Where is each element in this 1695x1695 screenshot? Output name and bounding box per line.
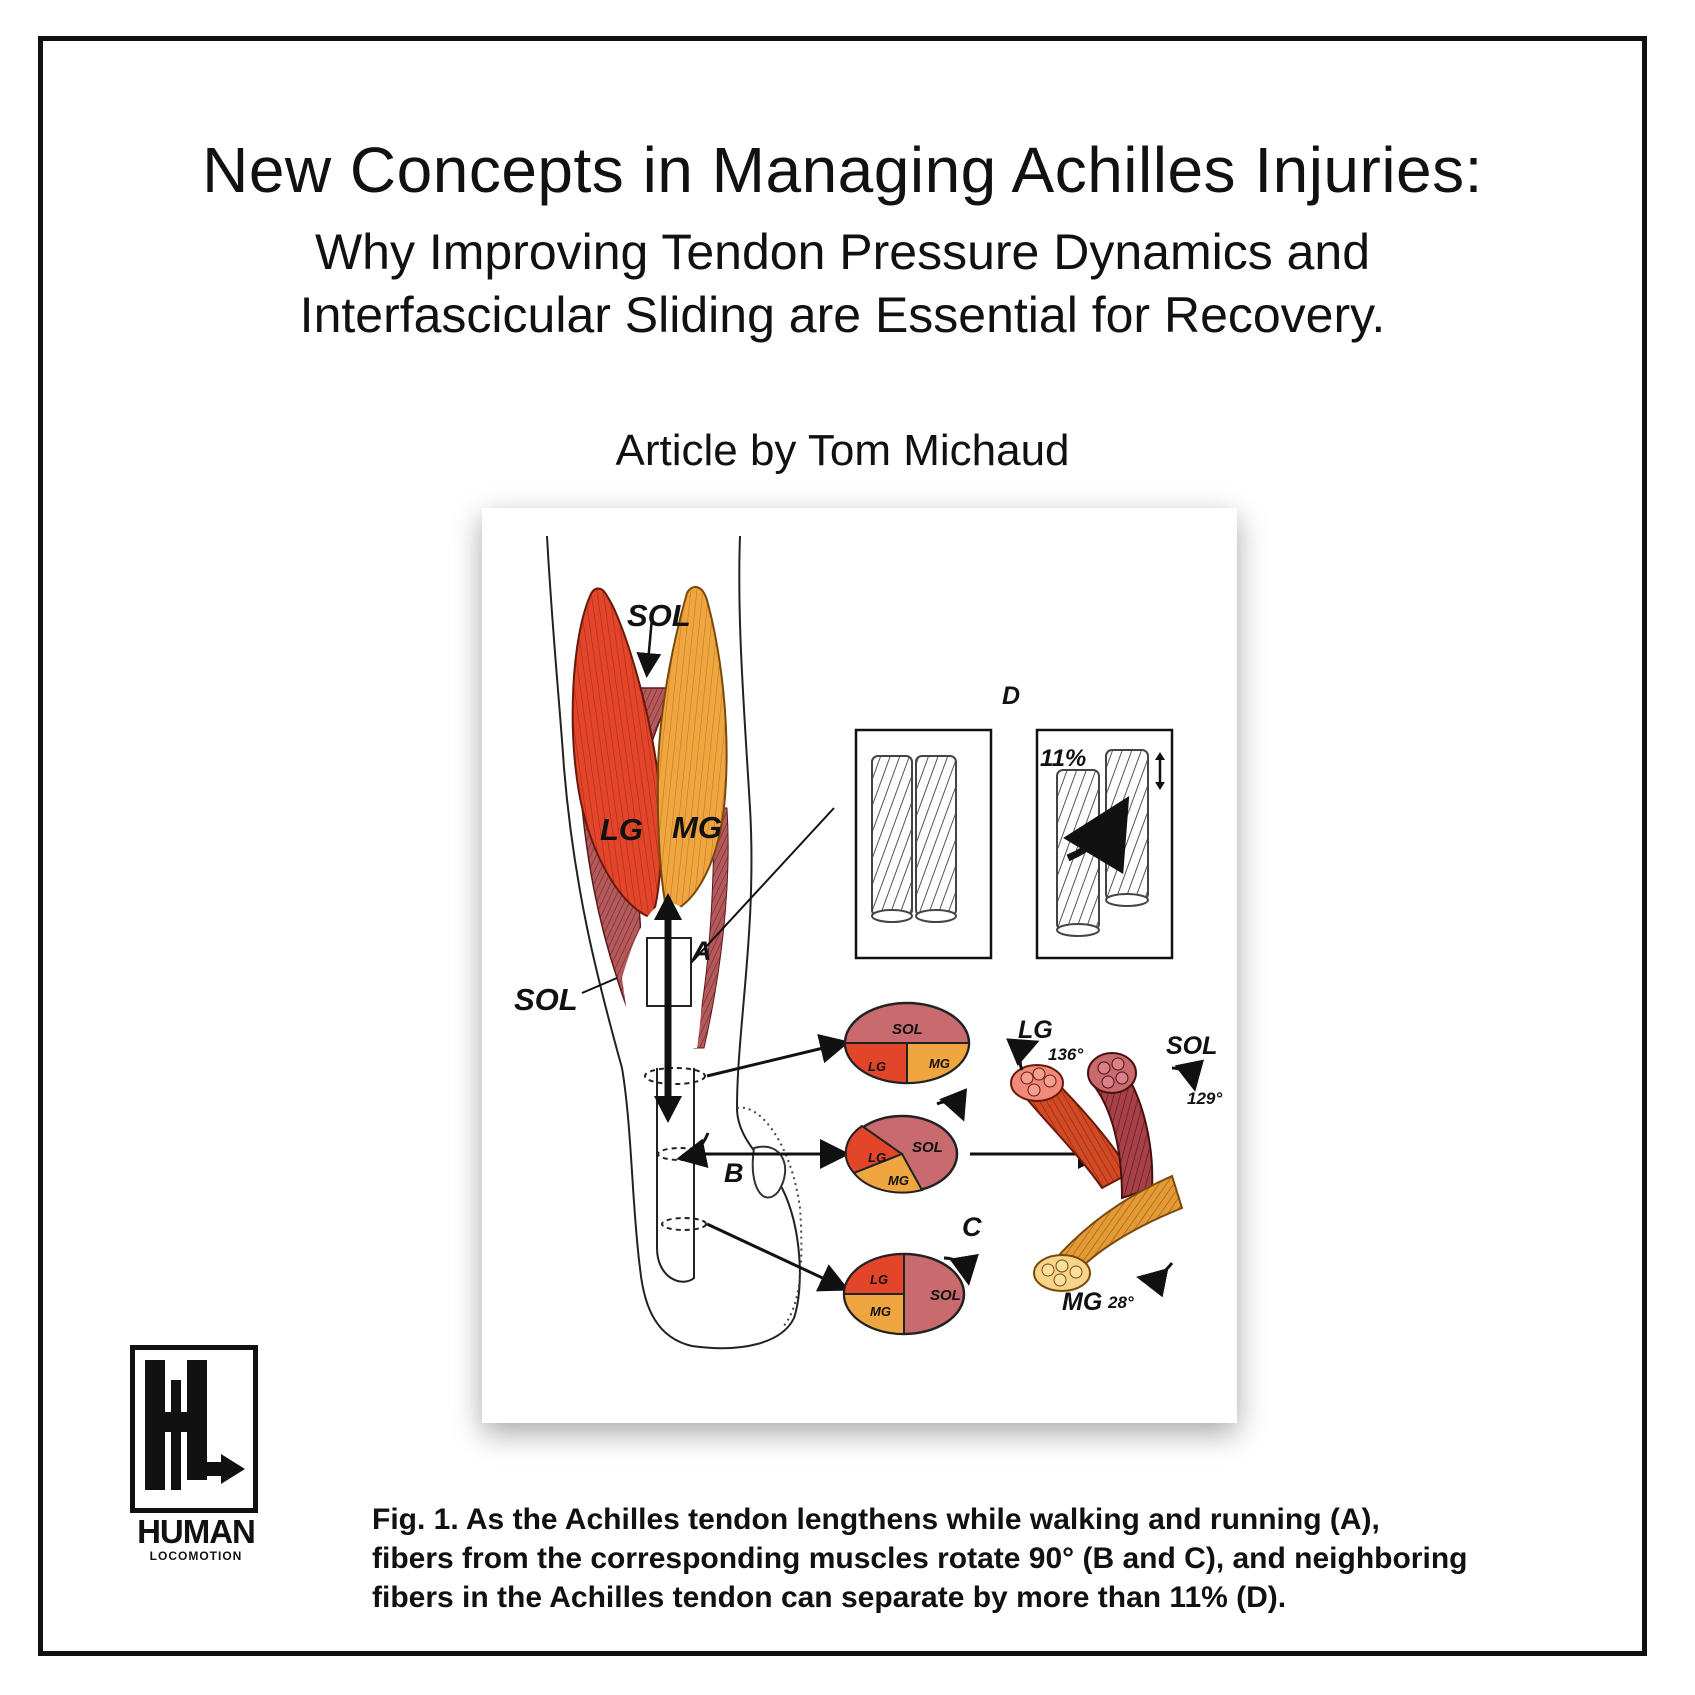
slide-arrow — [1063, 795, 1130, 875]
section2-sol: SOL — [912, 1139, 943, 1156]
section3-sol: SOL — [930, 1287, 961, 1304]
logo-locomotion-text: LOCOMOTION — [149, 1549, 243, 1563]
label-b: B — [724, 1158, 744, 1188]
rot-arrow-sol — [1171, 1059, 1204, 1092]
section2-lg: LG — [868, 1150, 886, 1165]
leg-diagram: SOL LG MG SOL A B C D 11% SOL LG MG SOL … — [514, 535, 1222, 1350]
stretch-arrow-down — [654, 1096, 682, 1123]
heel-texture — [736, 1106, 803, 1329]
fiber-before-1-end — [871, 909, 913, 923]
tendon-section-a — [644, 1067, 706, 1085]
tendon-section-c — [661, 1217, 707, 1231]
anatomy-figure: SOL LG MG SOL A B C D 11% SOL LG MG SOL … — [482, 508, 1237, 1423]
bundle-sol-end — [1087, 1052, 1137, 1094]
label-lg-rot: LG — [1018, 1016, 1053, 1044]
fiber-after-1-end — [1056, 923, 1100, 937]
label-d: D — [1002, 682, 1020, 710]
label-mg-rot: MG — [1062, 1288, 1102, 1316]
leader-sol-side — [581, 977, 618, 994]
bundle-mg — [1050, 1174, 1184, 1280]
fiber-after-2-end — [1105, 893, 1149, 907]
section1-sol: SOL — [892, 1021, 923, 1038]
bundle-mg-end — [1033, 1254, 1091, 1292]
fiber-before-1 — [871, 755, 913, 917]
caption-line-2: fibers from the corresponding muscles ro… — [372, 1542, 1468, 1575]
section1-mg: MG — [929, 1056, 950, 1071]
section2-mg: MG — [888, 1173, 909, 1188]
medial-gastrocnemius — [656, 586, 728, 915]
section3-mg: MG — [870, 1304, 891, 1319]
bundle-lg-end — [1010, 1064, 1064, 1102]
label-mg: MG — [672, 810, 722, 845]
label-sol-rot: SOL — [1166, 1032, 1217, 1060]
hl-monogram-icon — [145, 1360, 245, 1490]
fiber-before-2 — [915, 755, 957, 917]
label-sol-top: SOL — [627, 598, 691, 633]
byline: Article by Tom Michaud — [615, 426, 1070, 475]
label-lg: LG — [600, 812, 643, 847]
logo-human-text: HUMAN — [137, 1513, 256, 1550]
label-sol-side: SOL — [514, 982, 578, 1017]
cross-section-2 — [844, 1114, 959, 1194]
leader-sol-top — [636, 617, 662, 678]
label-lg-deg: 136° — [1048, 1045, 1083, 1064]
human-locomotion-logo: HUMAN LOCOMOTION — [128, 1345, 268, 1573]
rot-arrow-lg — [1006, 1038, 1040, 1071]
logo-mark — [130, 1345, 258, 1513]
page-title: New Concepts in Managing Achilles Injuri… — [202, 134, 1483, 206]
aponeurosis — [622, 902, 703, 1048]
stretch-arrow-up — [654, 893, 682, 920]
rot-arrow-mg — [1136, 1262, 1174, 1298]
lateral-gastrocnemius — [571, 587, 663, 920]
caption-line-1: Fig. 1. As the Achilles tendon lengthens… — [372, 1503, 1380, 1536]
figure-caption: Fig. 1. As the Achilles tendon lengthens… — [372, 1500, 1602, 1617]
cross-section-3 — [842, 1252, 966, 1336]
label-percent: 11% — [1040, 745, 1086, 772]
cross-section-1 — [843, 1001, 971, 1085]
leader-d — [690, 807, 835, 964]
label-c: C — [962, 1212, 982, 1242]
achilles-tendon — [656, 1068, 695, 1283]
arrow-to-section-1 — [706, 1034, 850, 1078]
fiber-before-2-end — [915, 909, 957, 923]
section3-lg: LG — [870, 1272, 888, 1287]
label-a: A — [691, 936, 712, 966]
label-sol-deg: 129° — [1187, 1089, 1222, 1108]
section1-lg: LG — [868, 1059, 886, 1074]
arrow-to-section-3 — [706, 1222, 850, 1292]
rotation-arrow-2 — [943, 1253, 979, 1286]
label-mg-deg: 28° — [1107, 1293, 1134, 1312]
subtitle-line-1: Why Improving Tendon Pressure Dynamics a… — [314, 224, 1371, 280]
rotation-arrow-1 — [936, 1088, 968, 1122]
ankle-bone — [751, 1145, 787, 1199]
subtitle-line-2: Interfascicular Sliding are Essential fo… — [299, 287, 1386, 343]
rotation-arrow-b — [676, 1132, 710, 1168]
caption-line-3: fibers in the Achilles tendon can separa… — [372, 1581, 1287, 1614]
